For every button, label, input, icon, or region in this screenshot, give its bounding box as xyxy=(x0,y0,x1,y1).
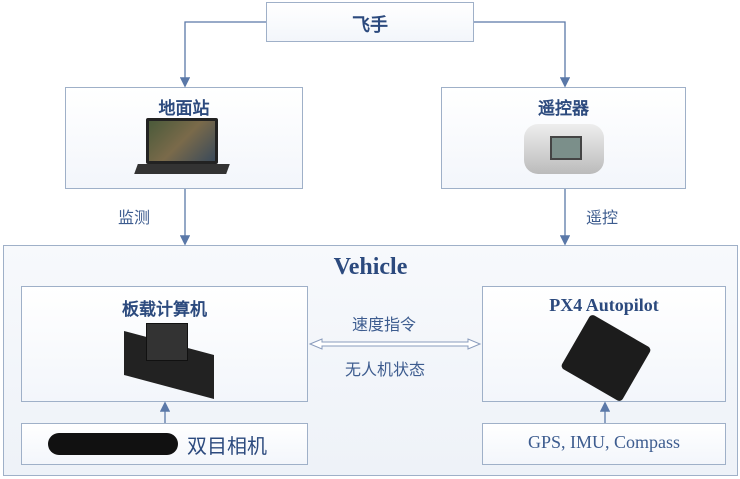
sensors-label: GPS, IMU, Compass xyxy=(527,432,681,452)
pilot-label: 飞手 xyxy=(352,15,388,36)
onboard-computer-label: 板载计算机 xyxy=(122,300,207,320)
vehicle-title: Vehicle xyxy=(333,254,408,280)
ground-station-label: 地面站 xyxy=(158,99,210,119)
drone-state-label: 无人机状态 xyxy=(345,360,426,379)
monitor-label: 监测 xyxy=(118,208,151,227)
stereo-camera-label: 双目相机 xyxy=(187,434,267,458)
laptop-image xyxy=(134,118,230,176)
pilot-to-ground-arrow xyxy=(179,21,266,88)
remote-controller-box: 遥控器 xyxy=(441,87,686,189)
onboard-computer-image xyxy=(114,323,214,400)
remote-label: 遥控 xyxy=(586,208,619,227)
velocity-command-label: 速度指令 xyxy=(352,315,417,334)
sensors-box: GPS, IMU, Compass xyxy=(482,423,726,465)
stereo-camera-box: 双目相机 xyxy=(21,423,308,465)
ground-station-box: 地面站 xyxy=(65,87,303,189)
pilot-to-remote-arrow xyxy=(474,21,571,88)
onboard-computer-box: 板载计算机 xyxy=(21,286,308,402)
remote-controller-image xyxy=(524,124,604,174)
autopilot-label: PX4 Autopilot xyxy=(549,295,659,315)
stereo-camera-image xyxy=(48,433,178,455)
pilot-box: 飞手 xyxy=(266,2,474,42)
remote-controller-label: 遥控器 xyxy=(538,99,589,119)
bidirectional-arrow xyxy=(308,338,482,350)
